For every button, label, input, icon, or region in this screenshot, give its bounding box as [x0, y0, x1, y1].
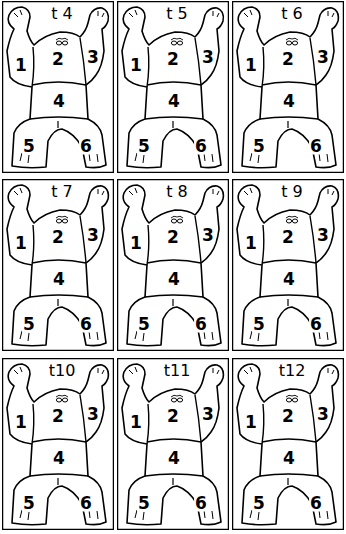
callout-number: 2: [166, 51, 180, 68]
callout-number: 3: [86, 49, 100, 66]
callout-number: 5: [22, 138, 36, 155]
callout-number: 1: [244, 235, 258, 252]
callout-number: 1: [14, 414, 28, 431]
callout-number: 6: [194, 495, 208, 512]
callout-number: 1: [14, 235, 28, 252]
callout-number: 5: [22, 316, 36, 333]
callout-number: 4: [282, 450, 296, 467]
callout-number: 3: [201, 227, 215, 244]
callout-number: 3: [86, 227, 100, 244]
panel-title: t 4: [50, 6, 74, 22]
callout-number: 5: [137, 316, 151, 333]
callout-number: 2: [51, 51, 65, 68]
callout-number: 2: [166, 408, 180, 425]
callout-number: 2: [51, 408, 65, 425]
panel-title: t 5: [165, 6, 189, 22]
callout-number: 1: [244, 414, 258, 431]
panel-title: t12: [278, 363, 307, 379]
callout-number: 3: [201, 406, 215, 423]
panel-title: t 8: [165, 184, 189, 200]
callout-number: 4: [52, 271, 66, 288]
callout-number: 4: [52, 93, 66, 110]
callout-number: 6: [309, 316, 323, 333]
panel-title: t 6: [280, 6, 304, 22]
callout-number: 1: [244, 57, 258, 74]
callout-number: 6: [194, 316, 208, 333]
callout-number: 5: [22, 495, 36, 512]
panel-title: t10: [48, 363, 77, 379]
callout-number: 4: [167, 93, 181, 110]
callout-number: 6: [194, 138, 208, 155]
callout-number: 6: [79, 316, 93, 333]
callout-number: 4: [282, 93, 296, 110]
callout-number: 5: [252, 138, 266, 155]
callout-number: 5: [137, 138, 151, 155]
callout-number: 6: [79, 495, 93, 512]
callout-number: 3: [86, 406, 100, 423]
callout-number: 3: [316, 406, 330, 423]
panel-title: t 9: [280, 184, 304, 200]
callout-number: 2: [166, 229, 180, 246]
callout-number: 2: [51, 229, 65, 246]
callout-number: 4: [167, 271, 181, 288]
callout-number: 6: [79, 138, 93, 155]
callout-number: 6: [309, 138, 323, 155]
callout-number: 4: [282, 271, 296, 288]
callout-number: 2: [281, 51, 295, 68]
callout-number: 4: [167, 450, 181, 467]
callout-number: 5: [137, 495, 151, 512]
callout-number: 1: [129, 235, 143, 252]
callout-number: 6: [309, 495, 323, 512]
callout-number: 2: [281, 408, 295, 425]
callout-number: 1: [129, 57, 143, 74]
callout-number: 3: [316, 227, 330, 244]
callout-number: 1: [129, 414, 143, 431]
callout-number: 5: [252, 495, 266, 512]
callout-number: 4: [52, 450, 66, 467]
panel-title: t 7: [50, 184, 74, 200]
panel-title: t11: [163, 363, 192, 379]
callout-number: 5: [252, 316, 266, 333]
callout-number: 1: [14, 57, 28, 74]
callout-number: 3: [316, 49, 330, 66]
callout-number: 2: [281, 229, 295, 246]
callout-number: 3: [201, 49, 215, 66]
